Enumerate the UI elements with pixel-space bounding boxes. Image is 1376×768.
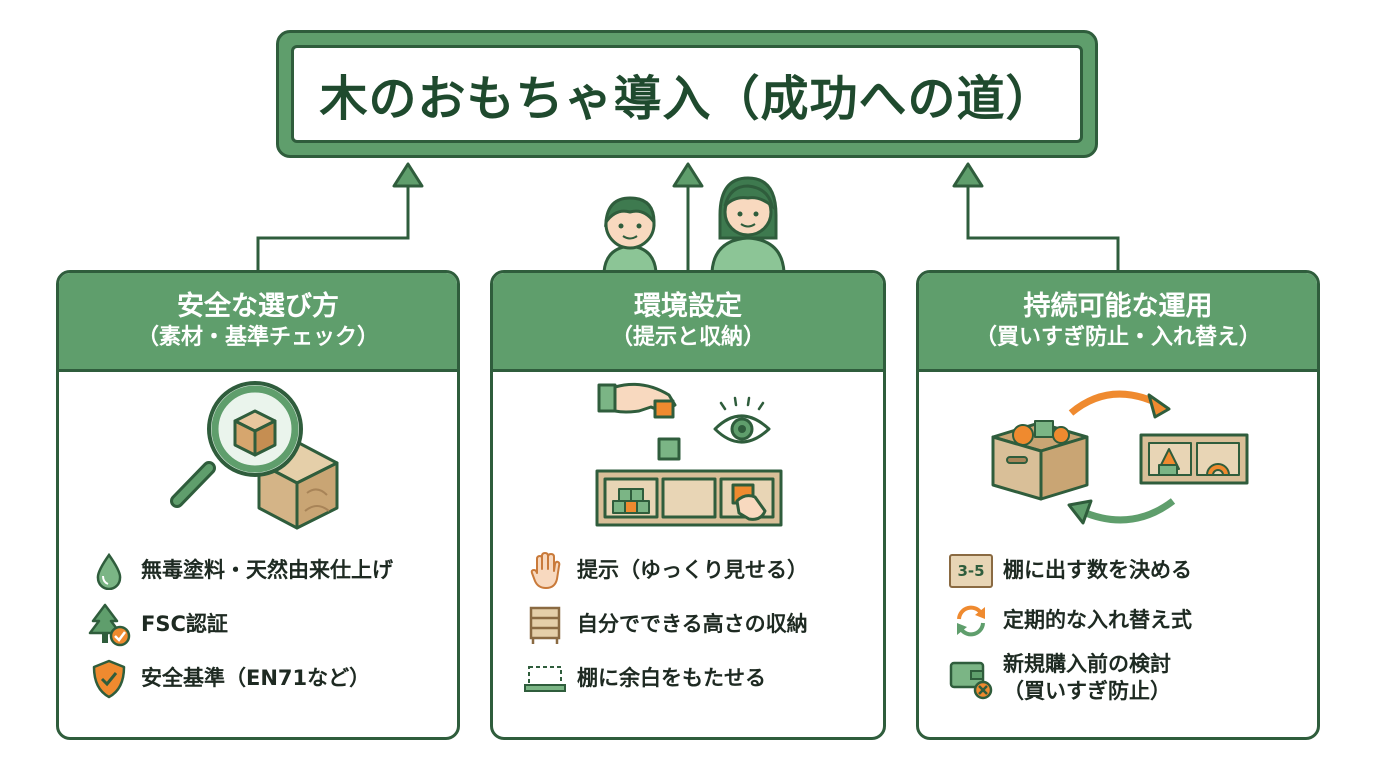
card-title: 安全な選び方 [177, 291, 339, 323]
list-item-text: 自分でできる高さの収納 [577, 612, 808, 637]
card-sustainable: 持続可能な運用 （買いすぎ防止・入れ替え） 3 [916, 270, 1320, 740]
card-title: 環境設定 [634, 291, 742, 323]
list-item: 3-5 棚に出す数を決める [949, 549, 1192, 593]
list-item: 新規購入前の検討 （買いすぎ防止） [949, 651, 1171, 706]
empty-shelf-icon [523, 657, 567, 701]
list-item-text: FSC認証 [141, 612, 228, 637]
list-item-text: 定期的な入れ替え式 [1003, 608, 1192, 633]
list-item: 自分でできる高さの収納 [523, 603, 808, 647]
card-environment: 環境設定 （提示と収納） [490, 270, 886, 740]
number-badge-icon: 3-5 [949, 549, 993, 593]
shelf-icon [523, 603, 567, 647]
list-item-text: 新規購入前の検討 [1003, 652, 1171, 676]
card-subtitle: （提示と収納） [610, 325, 765, 351]
child-icon [602, 196, 658, 274]
rotate-arrows-icon [949, 599, 993, 643]
card-safe-selection: 安全な選び方 （素材・基準チェック） 無毒塗料・天然由来仕上げ [56, 270, 460, 740]
list-item: 定期的な入れ替え式 [949, 599, 1192, 643]
arrow-up-center-icon [672, 162, 704, 188]
wallet-x-icon [949, 657, 993, 701]
water-drop-icon [87, 549, 131, 593]
card-header: 持続可能な運用 （買いすぎ防止・入れ替え） [919, 273, 1317, 372]
page-title: 木のおもちゃ導入（成功への道） [319, 71, 1055, 127]
card-header: 環境設定 （提示と収納） [493, 273, 883, 372]
tree-check-icon [87, 603, 131, 647]
hand-icon [523, 549, 567, 593]
list-item: 提示（ゆっくり見せる） [523, 549, 808, 593]
number-badge: 3-5 [949, 554, 993, 588]
card-subtitle: （買いすぎ防止・入れ替え） [974, 325, 1261, 351]
arrow-up-right-icon [952, 162, 984, 188]
title-inner: 木のおもちゃ導入（成功への道） [291, 45, 1083, 143]
list-item-text: 棚に出す数を決める [1003, 558, 1192, 583]
card-subtitle: （素材・基準チェック） [136, 325, 379, 351]
list-item-text: 提示（ゆっくり見せる） [577, 558, 808, 583]
shield-check-icon [87, 657, 131, 701]
adult-icon [710, 176, 786, 274]
arrow-up-left-icon [392, 162, 424, 188]
rotation-illustration [991, 390, 1249, 525]
magnifier-blocks-illustration [170, 381, 339, 530]
card-title: 持続可能な運用 [1023, 291, 1213, 323]
title-box: 木のおもちゃ導入（成功への道） [276, 30, 1098, 158]
list-item-text: 棚に余白をもたせる [577, 666, 766, 691]
list-item-text-line2: （買いすぎ防止） [1003, 679, 1171, 704]
card-header: 安全な選び方 （素材・基準チェック） [59, 273, 457, 372]
list-item: 棚に余白をもたせる [523, 657, 766, 701]
list-item: 安全基準（EN71など） [87, 657, 370, 701]
list-item: 無毒塗料・天然由来仕上げ [87, 549, 393, 593]
hand-eye-shelf-illustration [595, 382, 783, 527]
list-item: FSC認証 [87, 603, 228, 647]
list-item-text: 無毒塗料・天然由来仕上げ [141, 558, 393, 583]
list-item-text: 安全基準（EN71など） [141, 666, 371, 691]
